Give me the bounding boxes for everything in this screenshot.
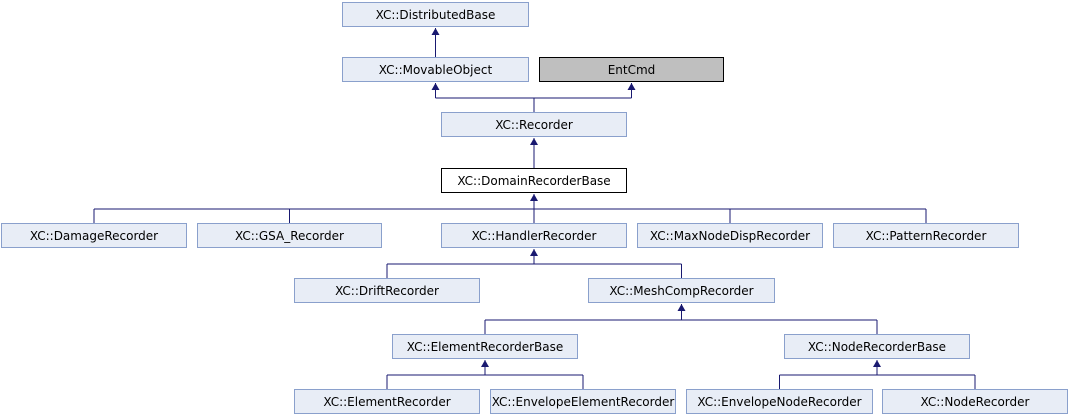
class-element-recorder[interactable]: XC::ElementRecorder [294, 389, 480, 414]
class-node-recorder[interactable]: XC::NodeRecorder [882, 389, 1068, 414]
class-envelope-element-recorder[interactable]: XC::EnvelopeElementRecorder [490, 389, 676, 414]
class-envelope-node-recorder[interactable]: XC::EnvelopeNodeRecorder [686, 389, 873, 414]
class-damage-recorder[interactable]: XC::DamageRecorder [1, 223, 187, 248]
class-node-recorder-base[interactable]: XC::NodeRecorderBase [784, 334, 970, 359]
class-ent-cmd: EntCmd [539, 57, 724, 82]
class-recorder[interactable]: XC::Recorder [441, 112, 627, 137]
class-handler-recorder[interactable]: XC::HandlerRecorder [441, 223, 627, 248]
class-movable-object[interactable]: XC::MovableObject [342, 57, 529, 82]
class-distributed-base[interactable]: XC::DistributedBase [342, 2, 529, 27]
class-domain-recorder-base: XC::DomainRecorderBase [441, 168, 627, 193]
class-pattern-recorder[interactable]: XC::PatternRecorder [833, 223, 1019, 248]
class-mesh-comp-recorder[interactable]: XC::MeshCompRecorder [588, 278, 775, 303]
class-element-recorder-base[interactable]: XC::ElementRecorderBase [392, 334, 578, 359]
class-max-node-disp-recorder[interactable]: XC::MaxNodeDispRecorder [637, 223, 823, 248]
class-drift-recorder[interactable]: XC::DriftRecorder [294, 278, 480, 303]
class-gsa-recorder[interactable]: XC::GSA_Recorder [197, 223, 382, 248]
